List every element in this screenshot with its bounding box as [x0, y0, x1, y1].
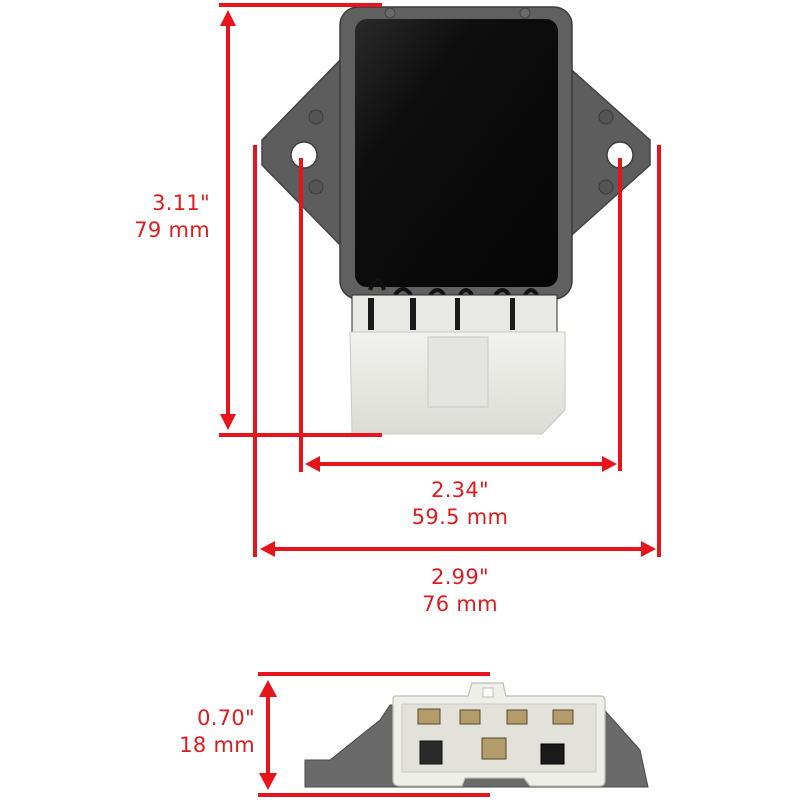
- connector-pins-bottom-row: [419, 737, 565, 765]
- mount-hole-left: [290, 141, 318, 169]
- hole-spacing-mm: 59.5 mm: [411, 505, 509, 529]
- overall-width-inches: 2.99": [431, 565, 489, 589]
- height-inches: 3.11": [152, 191, 210, 215]
- dimension-lines-side: [258, 672, 490, 797]
- overall-width-mm: 76 mm: [422, 592, 498, 616]
- connector-depth-mm: 18 mm: [179, 733, 255, 757]
- hole-spacing-inches: 2.34": [431, 478, 489, 502]
- hole-spacing-label: 2.34" 59.5 mm: [390, 477, 530, 531]
- regulator-top-view: [261, 6, 651, 435]
- dimension-lines-top: [219, 3, 661, 557]
- regulator-side-view: [304, 682, 649, 788]
- connector-pins-top-row: [417, 708, 574, 725]
- connector-depth-inches: 0.70": [197, 706, 255, 730]
- height-mm: 79 mm: [134, 218, 210, 242]
- height-label: 3.11" 79 mm: [110, 190, 210, 244]
- connector-depth-label: 0.70" 18 mm: [150, 705, 255, 759]
- overall-width-label: 2.99" 76 mm: [390, 564, 530, 618]
- epoxy-potting: [355, 19, 558, 287]
